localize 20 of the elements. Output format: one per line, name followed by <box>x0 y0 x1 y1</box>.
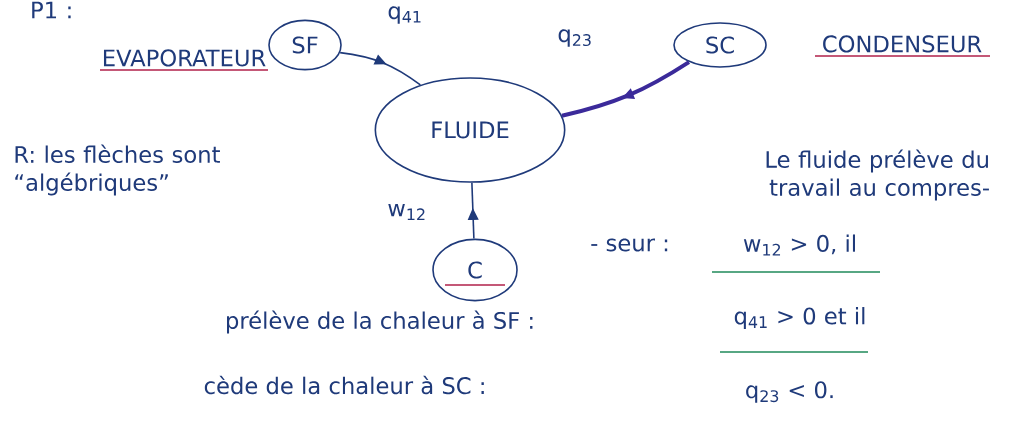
ellipse-node: SF <box>268 19 342 71</box>
note-text: Le fluide prélève du travail au compres- <box>766 149 989 201</box>
note-text: q$_{41}$ > 0 et il <box>734 307 865 329</box>
note-text: q$_{23}$ < 0. <box>746 381 833 403</box>
arrow <box>339 51 422 86</box>
note-text: R: les flèches sont “algébriques” <box>15 144 220 196</box>
edge-label: w$_{12}$ <box>388 203 425 221</box>
arrow <box>467 182 479 240</box>
edge-label: q$_{41}$ <box>388 6 421 24</box>
underlined-caption: EVAPORATEUR <box>99 49 269 71</box>
note-text: w$_{12}$ > 0, il <box>743 234 855 256</box>
ellipse-node: C <box>432 238 518 302</box>
note-text: P1 : <box>32 1 71 19</box>
note-text: - seur : <box>591 238 668 252</box>
ellipse-node: FLUIDE <box>374 77 566 183</box>
ellipse-node: SC <box>673 22 767 68</box>
note-text: cède de la chaleur à SC : <box>204 375 484 395</box>
underlined-caption: CONDENSEUR <box>814 35 991 57</box>
arrow <box>561 60 691 118</box>
edge-label: q$_{23}$ <box>558 29 591 47</box>
